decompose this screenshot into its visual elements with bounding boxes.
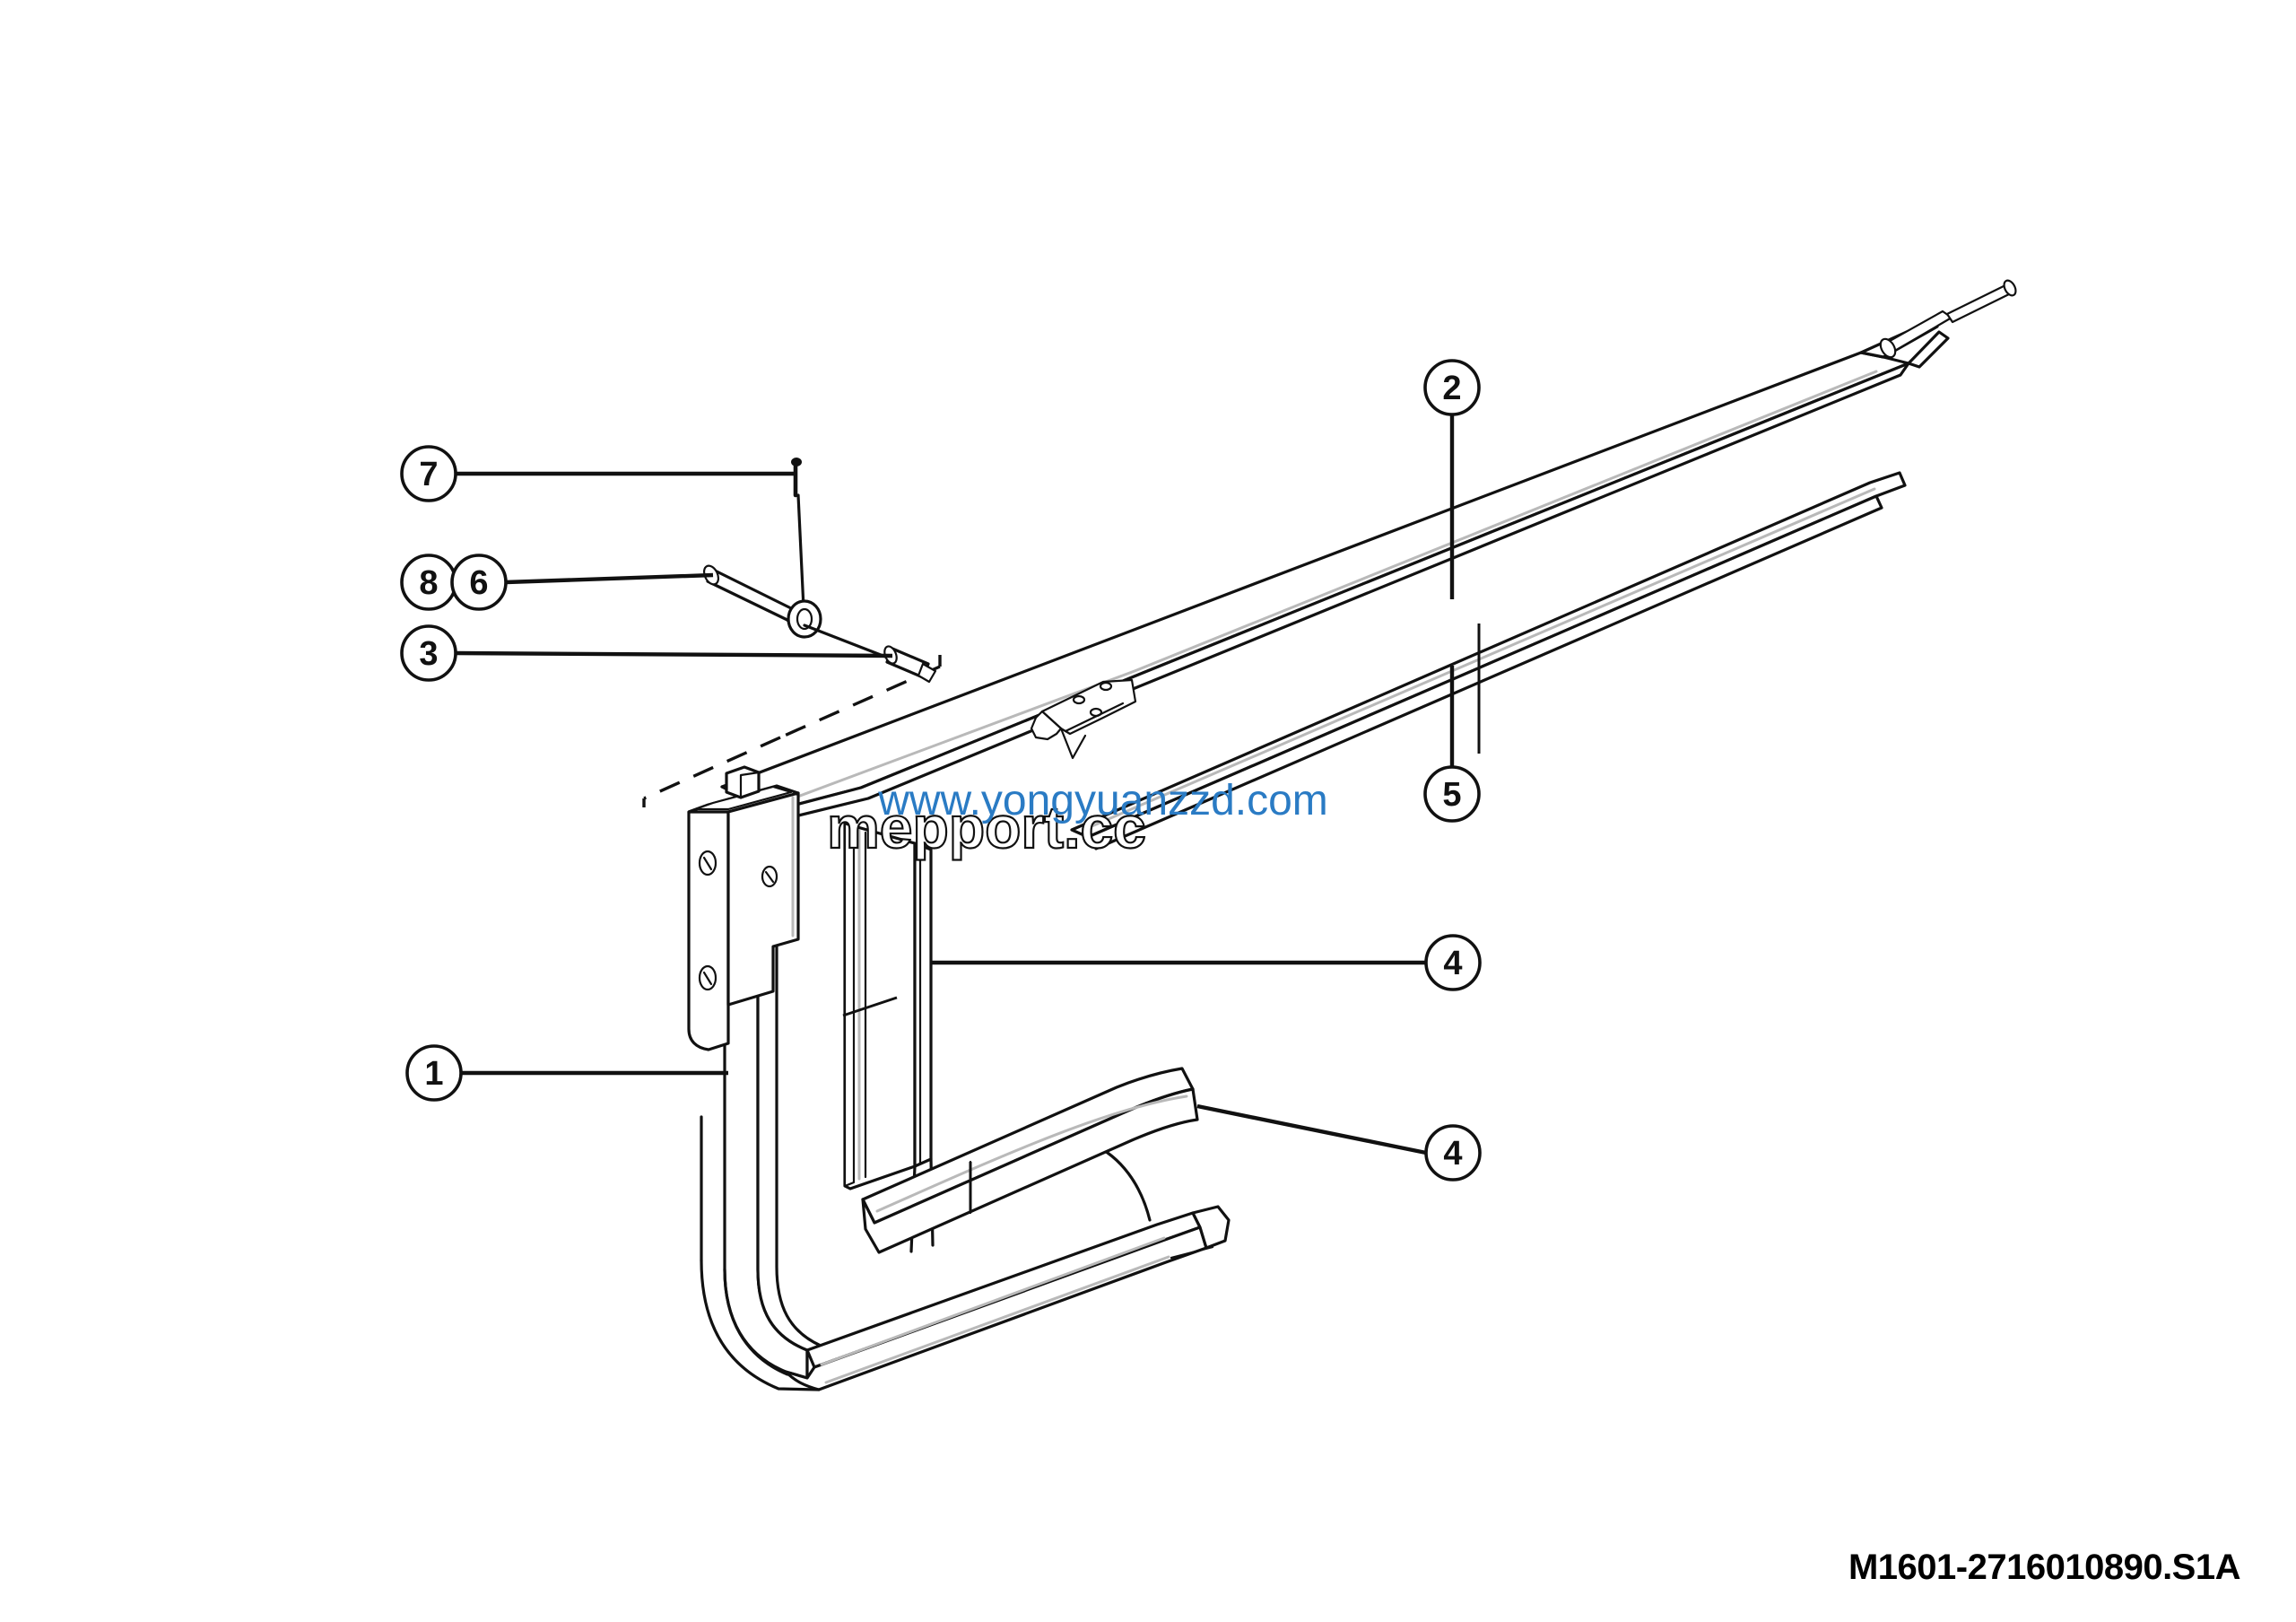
callout-5-label: 5: [1442, 776, 1461, 814]
main-boom-part-2: [720, 279, 2017, 821]
watermark-primary: www.yongyuanzzd.com: [877, 777, 1328, 824]
callout-4-upper-label: 4: [1443, 945, 1462, 982]
callout-3-label: 3: [419, 635, 438, 673]
callout-1[interactable]: 1: [405, 1044, 463, 1102]
callout-5[interactable]: 5: [1423, 765, 1481, 823]
callout-2-label: 2: [1442, 370, 1461, 407]
callout-6[interactable]: 6: [450, 554, 508, 611]
callout-4-lower-label: 4: [1443, 1135, 1462, 1173]
callout-6-label: 6: [469, 564, 488, 602]
part-number-label: M1601-2716010890.S1A: [1848, 1548, 2241, 1587]
boom-wear-strip-part-5: [1070, 471, 1907, 850]
callout-4-lower[interactable]: 4: [1424, 1124, 1482, 1182]
callout-1-label: 1: [424, 1055, 443, 1093]
horizontal-wear-pad-part-4: [861, 1067, 1199, 1254]
callout-7-label: 7: [419, 456, 438, 493]
callout-4-upper[interactable]: 4: [1424, 934, 1482, 991]
fasteners-group: [702, 458, 937, 684]
callout-8[interactable]: 8: [400, 554, 457, 611]
split-pin-part-7: [791, 458, 805, 610]
vertical-wear-plate-part-4: [843, 822, 935, 1253]
washer-part-8: [787, 599, 822, 639]
watermark-secondary: mepport.cc: [827, 794, 1146, 860]
fork-hook-channel-bracket: [687, 765, 800, 1051]
fork-carriage-part-1: [700, 802, 1231, 1391]
callout-7[interactable]: 7: [400, 445, 457, 502]
leader-lines: [455, 414, 1481, 1213]
pin-part-3: [803, 624, 937, 684]
callout-bubbles: 7 8 6 3 2 5: [400, 359, 1482, 1182]
watermark-group: mepport.cc www.yongyuanzzd.com: [826, 777, 1328, 861]
callout-8-label: 8: [419, 564, 438, 602]
assembly-dashed-guides: [642, 655, 942, 807]
boom-mounting-bracket: [1030, 678, 1137, 760]
callout-2[interactable]: 2: [1423, 359, 1481, 416]
callout-3[interactable]: 3: [400, 624, 457, 682]
